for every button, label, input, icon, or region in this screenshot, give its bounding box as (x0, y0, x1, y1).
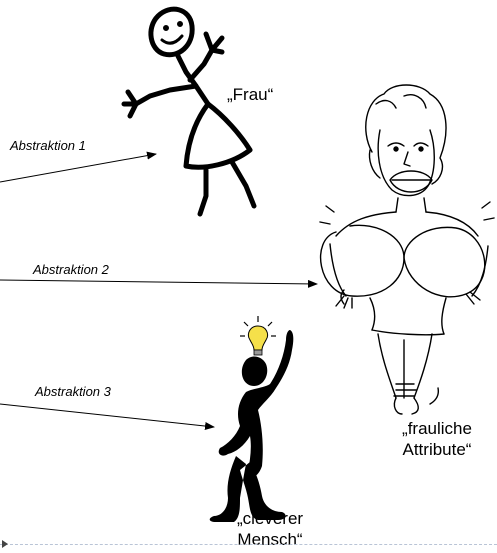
arrow-icon (2, 540, 8, 548)
label-frau: „Frau“ (227, 84, 273, 105)
arrow-label-3: Abstraktion 3 (35, 384, 111, 399)
label-frauliche-attribute-line2: Attribute“ (382, 439, 492, 460)
slide-divider (0, 544, 497, 545)
label-frauliche-attribute-line1: „frauliche (382, 418, 492, 439)
label-cleverer-mensch-line1: „cleverer (210, 508, 330, 529)
label-cleverer-mensch-line2: Mensch“ (210, 529, 330, 550)
arrow-2 (0, 280, 317, 284)
arrow-1 (0, 154, 156, 182)
arrow-label-1: Abstraktion 1 (10, 138, 86, 153)
stick-woman-figure (124, 9, 254, 214)
arrow-label-2: Abstraktion 2 (33, 262, 109, 277)
clever-man-figure (210, 316, 294, 522)
cartoon-woman-figure (320, 85, 494, 414)
arrow-3 (0, 404, 214, 427)
label-frauliche-attribute: „frauliche Attribute“ (382, 418, 492, 460)
light-bulb-icon (240, 316, 276, 355)
